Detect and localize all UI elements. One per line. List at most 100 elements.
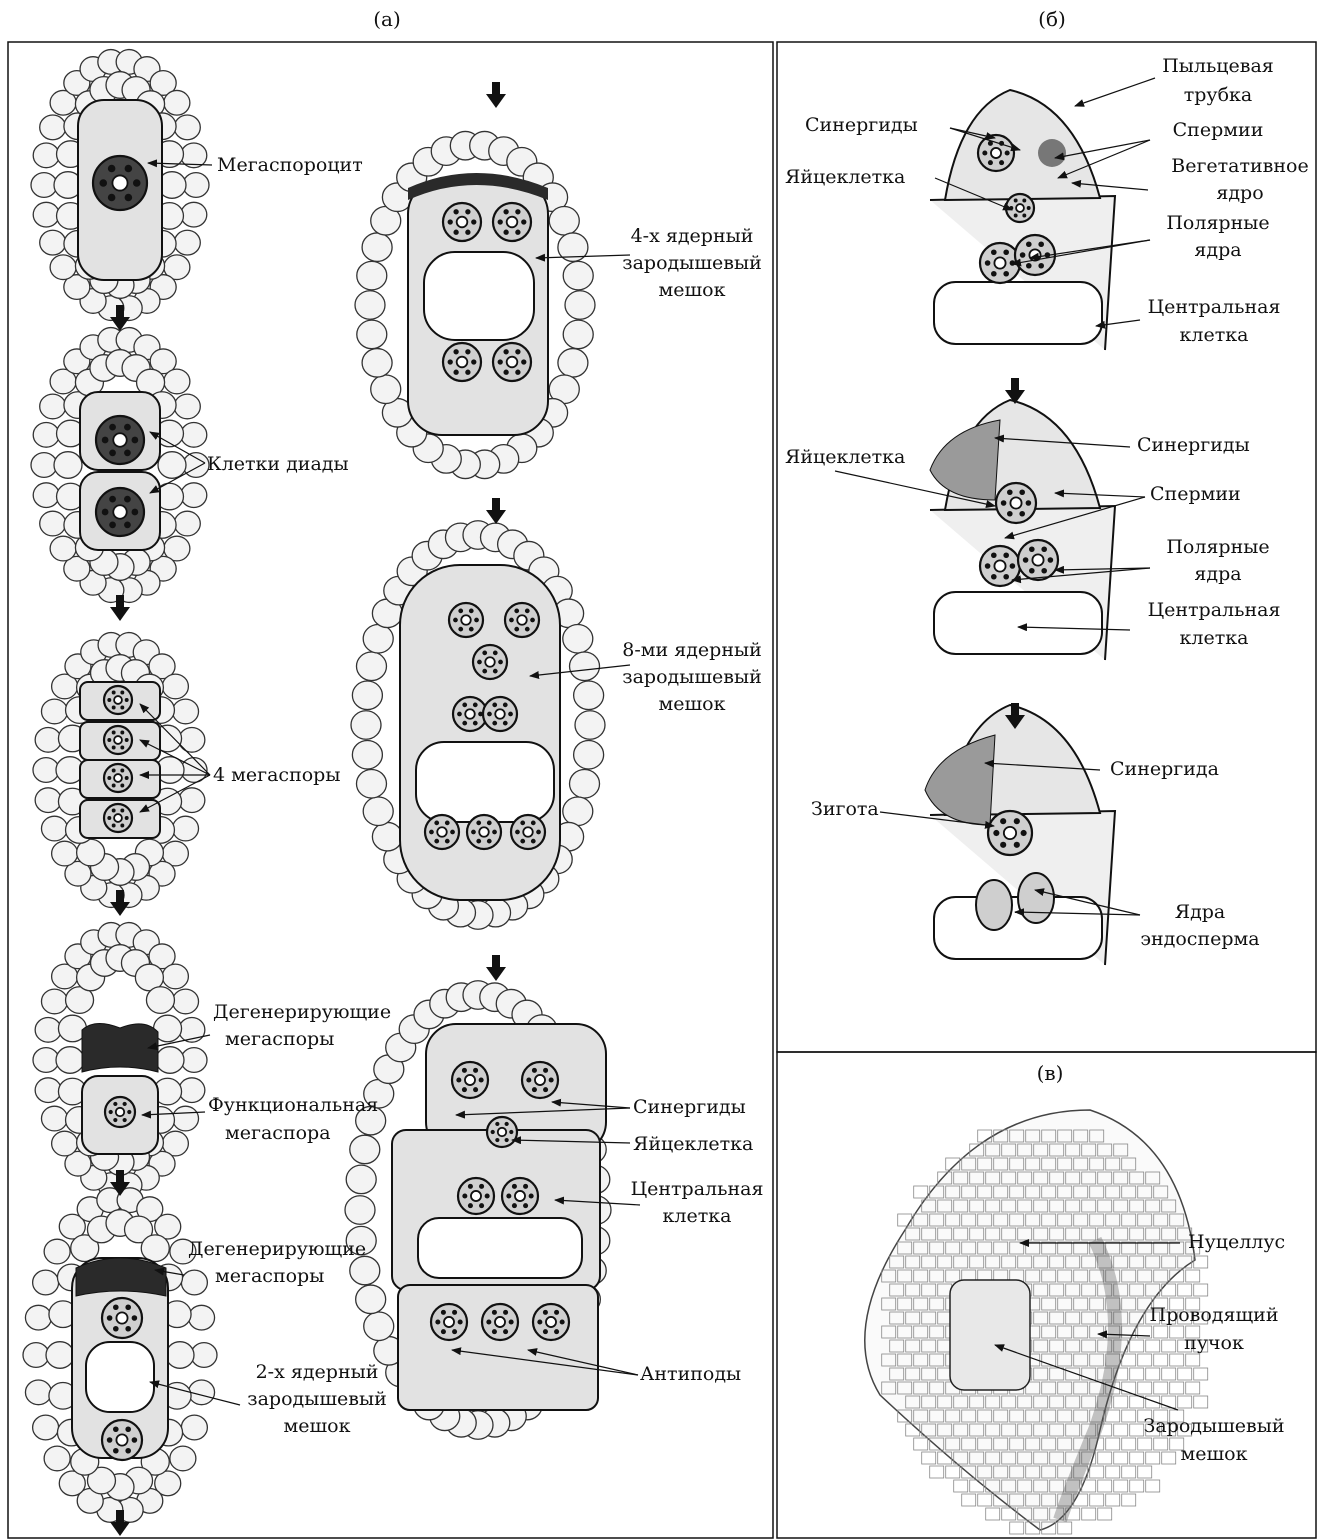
wall-cell bbox=[181, 483, 207, 508]
wall-cell bbox=[52, 1131, 78, 1156]
label-egg-b1: Яйцеклетка bbox=[785, 166, 905, 188]
wall-cell bbox=[40, 511, 66, 536]
chromatin bbox=[506, 1193, 511, 1198]
wall-cell bbox=[563, 261, 593, 290]
wall-cell bbox=[181, 1270, 207, 1295]
chromatin bbox=[465, 230, 470, 235]
chromatin bbox=[479, 1184, 484, 1189]
chromatin bbox=[479, 1077, 484, 1082]
chromatin bbox=[453, 230, 458, 235]
wall-cell bbox=[35, 1078, 61, 1103]
label-synergids-b1: Синергиды bbox=[805, 114, 918, 136]
chromatin bbox=[120, 731, 124, 735]
tissue-cell bbox=[1122, 1410, 1136, 1422]
tissue-cell bbox=[946, 1466, 960, 1478]
chromatin bbox=[441, 1329, 446, 1334]
wall-cell bbox=[352, 681, 382, 710]
vacuole bbox=[424, 252, 534, 340]
nucleolus bbox=[114, 696, 122, 704]
chromatin bbox=[525, 627, 530, 632]
chromatin bbox=[108, 194, 116, 202]
chromatin bbox=[113, 1304, 119, 1310]
chromatin bbox=[112, 769, 116, 773]
wall-cell bbox=[40, 394, 66, 419]
chromatin bbox=[503, 1329, 508, 1334]
tissue-cell bbox=[1122, 1466, 1136, 1478]
chromatin bbox=[127, 1110, 131, 1114]
label-vegetative-b: ядро bbox=[1216, 182, 1263, 204]
tissue-cell bbox=[1194, 1256, 1208, 1268]
wall-cell bbox=[179, 788, 205, 813]
chromatin bbox=[508, 712, 513, 717]
chromatin bbox=[1007, 489, 1013, 495]
wall-cell bbox=[570, 769, 600, 798]
wall-cell bbox=[364, 1312, 394, 1341]
stage-zygote bbox=[925, 705, 1115, 965]
label-degenerating-2a: Дегенерирующие bbox=[188, 1238, 366, 1260]
chromatin bbox=[133, 179, 141, 187]
wall-cell bbox=[346, 1165, 376, 1194]
chromatin bbox=[125, 1326, 131, 1332]
wall-cell bbox=[189, 1305, 215, 1330]
wall-cell bbox=[31, 173, 57, 198]
label-vegetative-a: Вегетативное bbox=[1171, 155, 1308, 177]
chromatin bbox=[462, 1068, 467, 1073]
wall-cell bbox=[570, 652, 600, 681]
chromatin bbox=[132, 509, 139, 516]
stage-megasporocyte bbox=[31, 50, 209, 321]
tissue-cell bbox=[978, 1494, 992, 1506]
chromatin bbox=[543, 1329, 548, 1334]
label-central-b1b: клетка bbox=[1180, 324, 1249, 346]
chromatin bbox=[125, 1448, 131, 1454]
label-2n-sac-c: мешок bbox=[283, 1415, 350, 1437]
label-4n-sac-a: 4-х ядерный bbox=[631, 225, 754, 247]
chromatin bbox=[125, 165, 133, 173]
label-pollen-tube-a: Пыльцевая bbox=[1162, 55, 1274, 77]
chromatin bbox=[482, 650, 487, 655]
tissue-cell bbox=[1058, 1522, 1072, 1534]
chromatin bbox=[999, 160, 1004, 165]
chromatin bbox=[462, 1087, 467, 1092]
wall-cell bbox=[357, 261, 387, 290]
chromatin bbox=[434, 839, 439, 844]
chromatin bbox=[109, 496, 116, 503]
tissue-cell bbox=[1114, 1396, 1128, 1408]
wall-cell bbox=[371, 375, 401, 404]
tissue-cell bbox=[1170, 1354, 1184, 1366]
chromatin bbox=[123, 1118, 127, 1122]
nucleolus bbox=[517, 615, 527, 625]
chromatin bbox=[112, 731, 116, 735]
nucleolus bbox=[994, 257, 1005, 268]
chromatin bbox=[991, 271, 997, 277]
chromatin bbox=[441, 1310, 446, 1315]
wall-cell bbox=[56, 1047, 84, 1074]
chromatin bbox=[493, 650, 498, 655]
wall-cell bbox=[574, 681, 604, 710]
chromatin bbox=[469, 627, 474, 632]
label-megasporocyte: Мегаспороцит bbox=[217, 154, 363, 176]
tissue-cell bbox=[1090, 1494, 1104, 1506]
chromatin bbox=[120, 784, 124, 788]
chromatin bbox=[109, 424, 116, 431]
label-functional-megaspore-a: Функциональная bbox=[208, 1094, 378, 1116]
chromatin bbox=[525, 608, 530, 613]
chromatin bbox=[514, 608, 519, 613]
wall-cell bbox=[357, 320, 387, 349]
chromatin bbox=[113, 1448, 119, 1454]
chromatin bbox=[503, 209, 508, 214]
tissue-cell bbox=[1138, 1438, 1152, 1450]
wall-cell bbox=[174, 394, 200, 419]
wall-cell bbox=[25, 1305, 51, 1330]
chromatin bbox=[458, 608, 463, 613]
chromatin bbox=[498, 219, 503, 224]
wall-cell bbox=[146, 987, 174, 1014]
chromatin bbox=[108, 165, 116, 173]
chromatin bbox=[1029, 568, 1035, 574]
label-nucellus: Нуцеллус bbox=[1188, 1231, 1285, 1253]
chromatin bbox=[515, 830, 520, 835]
vegetative-nucleus bbox=[1038, 139, 1066, 167]
tissue-cell bbox=[986, 1508, 1000, 1520]
wall-cell bbox=[44, 1446, 70, 1471]
nucleolus bbox=[1004, 827, 1016, 839]
chromatin bbox=[113, 1118, 117, 1122]
